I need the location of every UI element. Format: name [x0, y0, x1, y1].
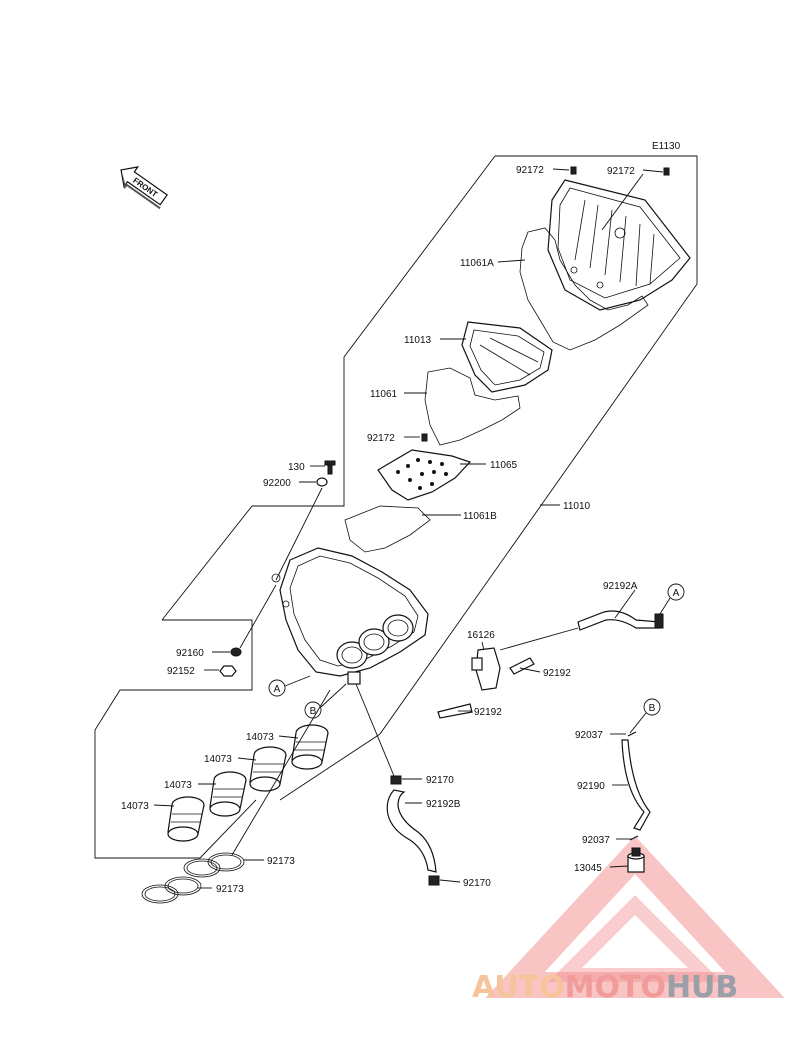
label-13045: 13045	[574, 863, 602, 874]
intake-funnels	[167, 724, 329, 842]
label-11013: 11013	[404, 335, 432, 346]
label-92173-left: 92173	[216, 884, 244, 895]
label-92160: 92160	[176, 648, 204, 659]
label-14073-1: 14073	[246, 732, 274, 743]
watermark-logo: AUTOMOTOHUB	[472, 835, 785, 1005]
callout-a-hose: A	[667, 583, 685, 601]
front-direction-arrow-icon: FRONT	[120, 166, 168, 210]
gasket-11061b	[344, 505, 431, 553]
watermark-text-moto: MOTO	[565, 970, 666, 1005]
funnel-14073-3	[209, 771, 247, 817]
part-labels: 92172 92172 11061A 11013 11061 92172 110…	[121, 165, 638, 895]
label-92190: 92190	[577, 781, 605, 792]
label-14073-2: 14073	[204, 754, 232, 765]
breather-hose-92192b	[386, 775, 440, 886]
hose-92192a	[577, 610, 661, 631]
clip-92037-top-icon	[627, 731, 637, 737]
svg-text:A: A	[274, 684, 281, 695]
clamps-92173	[141, 852, 245, 904]
grommet-92160-icon	[230, 647, 242, 657]
diagram-code: E1130	[652, 141, 681, 152]
label-92192a: 92192A	[603, 581, 638, 592]
label-92192b: 92192B	[426, 799, 461, 810]
label-92170-bottom: 92170	[463, 878, 491, 889]
label-92037-bottom: 92037	[582, 835, 610, 846]
watermark-text-auto: AUTO	[472, 970, 565, 1005]
callout-b-tube: B	[643, 698, 661, 716]
air-filter-element	[461, 321, 553, 393]
label-92200: 92200	[263, 478, 291, 489]
label-11061: 11061	[370, 389, 398, 400]
air-box-housing	[271, 547, 429, 685]
watermark-text-hub: HUB	[666, 970, 738, 1005]
air-cleaner-upper-cover	[547, 179, 691, 311]
label-14073-3: 14073	[164, 780, 192, 791]
drain-tube-92190	[621, 739, 651, 831]
label-92170-top: 92170	[426, 775, 454, 786]
label-92192-right: 92192	[543, 668, 571, 679]
funnel-14073-1	[291, 724, 329, 770]
drain-plug-13045-icon	[627, 847, 645, 873]
bolt-130-icon	[324, 460, 336, 475]
leader-lines	[153, 168, 664, 889]
screw-92172-top-left-icon	[570, 166, 577, 175]
funnel-14073-2	[249, 746, 287, 792]
label-92172-top-left: 92172	[516, 165, 544, 176]
svg-text:AUTOMOTOHUB: AUTOMOTOHUB	[472, 970, 738, 1005]
plate-11065	[377, 449, 472, 501]
nut-92152-icon	[219, 665, 237, 677]
label-11061b: 11061B	[463, 511, 497, 522]
hose-92192-left	[437, 703, 473, 719]
gasket-11061	[424, 367, 521, 446]
label-11010: 11010	[563, 501, 591, 512]
assembly-frame	[94, 155, 698, 859]
label-92172-top-right: 92172	[607, 166, 635, 177]
valve-16126	[471, 647, 501, 691]
label-14073-4: 14073	[121, 801, 149, 812]
label-92192-left: 92192	[474, 707, 502, 718]
seal-11061a	[519, 227, 649, 351]
screw-92172-mid-icon	[421, 433, 428, 442]
funnel-14073-4	[167, 796, 205, 842]
watermark-triangle-icon	[485, 835, 785, 998]
hose-92192-right	[509, 657, 535, 675]
label-11061a: 11061A	[460, 258, 494, 269]
washer-92200-icon	[316, 477, 328, 487]
callout-a-housing: A	[268, 679, 286, 697]
svg-text:B: B	[310, 706, 317, 717]
svg-text:B: B	[649, 703, 656, 714]
label-130: 130	[288, 462, 305, 473]
label-92152: 92152	[167, 666, 195, 677]
svg-text:A: A	[673, 588, 680, 599]
label-11065: 11065	[490, 460, 518, 471]
label-92037-top: 92037	[575, 730, 603, 741]
label-92172-mid: 92172	[367, 433, 395, 444]
screw-92172-top-right-icon	[663, 167, 670, 176]
label-16126: 16126	[467, 630, 495, 641]
label-92173-right: 92173	[267, 856, 295, 867]
